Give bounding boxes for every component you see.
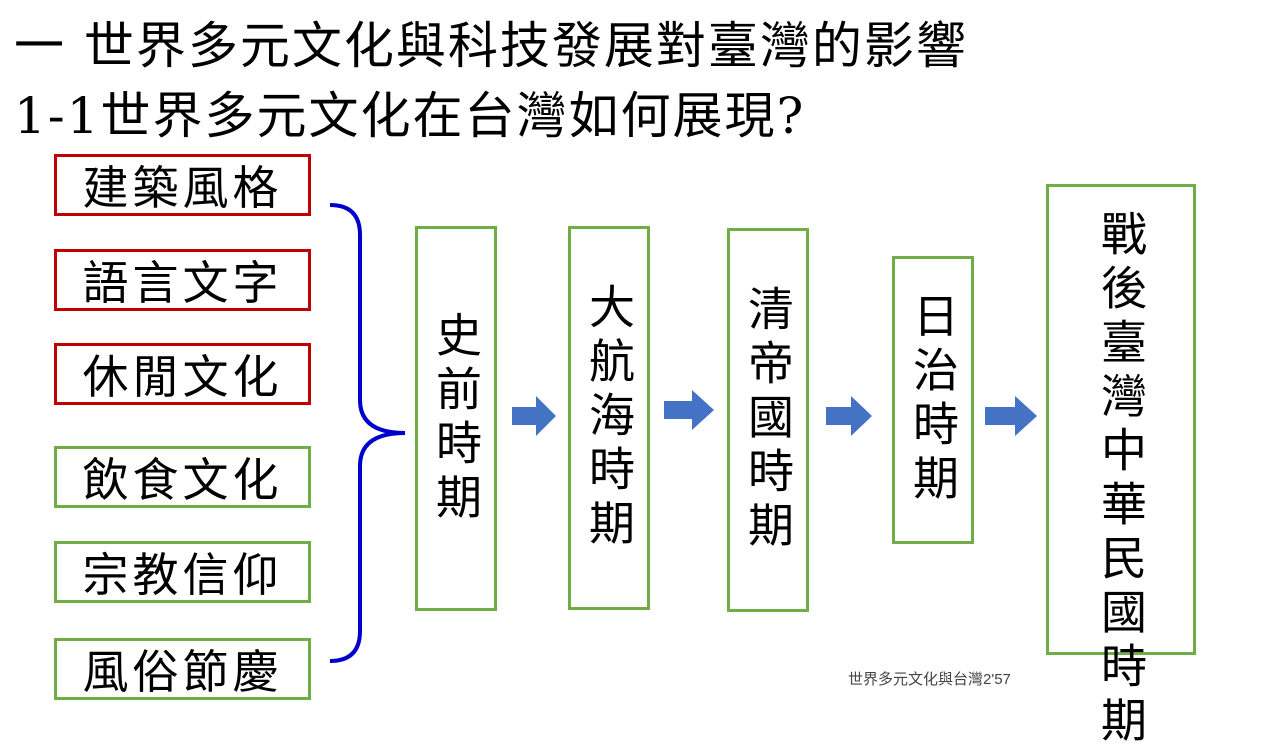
period-box-post-war-roc: 戰後臺灣中華民國時期 [1046, 184, 1196, 750]
category-box-food: 飲食文化 [54, 446, 311, 508]
category-box-leisure: 休閒文化 [54, 343, 311, 405]
period-label: 史前時期 [429, 310, 483, 527]
category-box-religion: 宗教信仰 [54, 541, 311, 603]
category-label: 宗教信仰 [82, 548, 283, 602]
category-label: 風俗節慶 [82, 645, 283, 699]
category-box-festivals: 風俗節慶 [54, 638, 311, 700]
slide-title-line-2: 1-1世界多元文化在台灣如何展現? [14, 87, 806, 145]
category-label: 語言文字 [82, 256, 283, 310]
category-box-language: 語言文字 [54, 249, 311, 311]
period-box-age-of-discovery: 大航海時期 [568, 226, 650, 610]
right-arrow-icon [985, 396, 1037, 436]
category-label: 休閒文化 [82, 350, 283, 404]
right-arrow-icon [512, 396, 556, 436]
period-label: 清帝國時期 [741, 285, 795, 555]
footer-caption: 世界多元文化與台灣2'57 [848, 671, 1011, 688]
category-label: 建築風格 [82, 161, 283, 215]
right-arrow-icon [664, 390, 714, 430]
curly-brace-connector [330, 203, 406, 663]
category-box-architecture: 建築風格 [54, 154, 311, 216]
period-box-qing-empire: 清帝國時期 [727, 228, 809, 612]
period-box-prehistoric: 史前時期 [415, 226, 497, 611]
period-box-japanese-rule: 日治時期 [892, 256, 974, 544]
period-label: 大航海時期 [582, 283, 636, 553]
slide-title-line-1: 一 世界多元文化與科技發展對臺灣的影響 [14, 17, 968, 75]
period-label: 日治時期 [906, 292, 960, 508]
category-label: 飲食文化 [82, 453, 283, 507]
period-label: 戰後臺灣中華民國時期 [1094, 209, 1148, 750]
right-arrow-icon [826, 396, 872, 436]
